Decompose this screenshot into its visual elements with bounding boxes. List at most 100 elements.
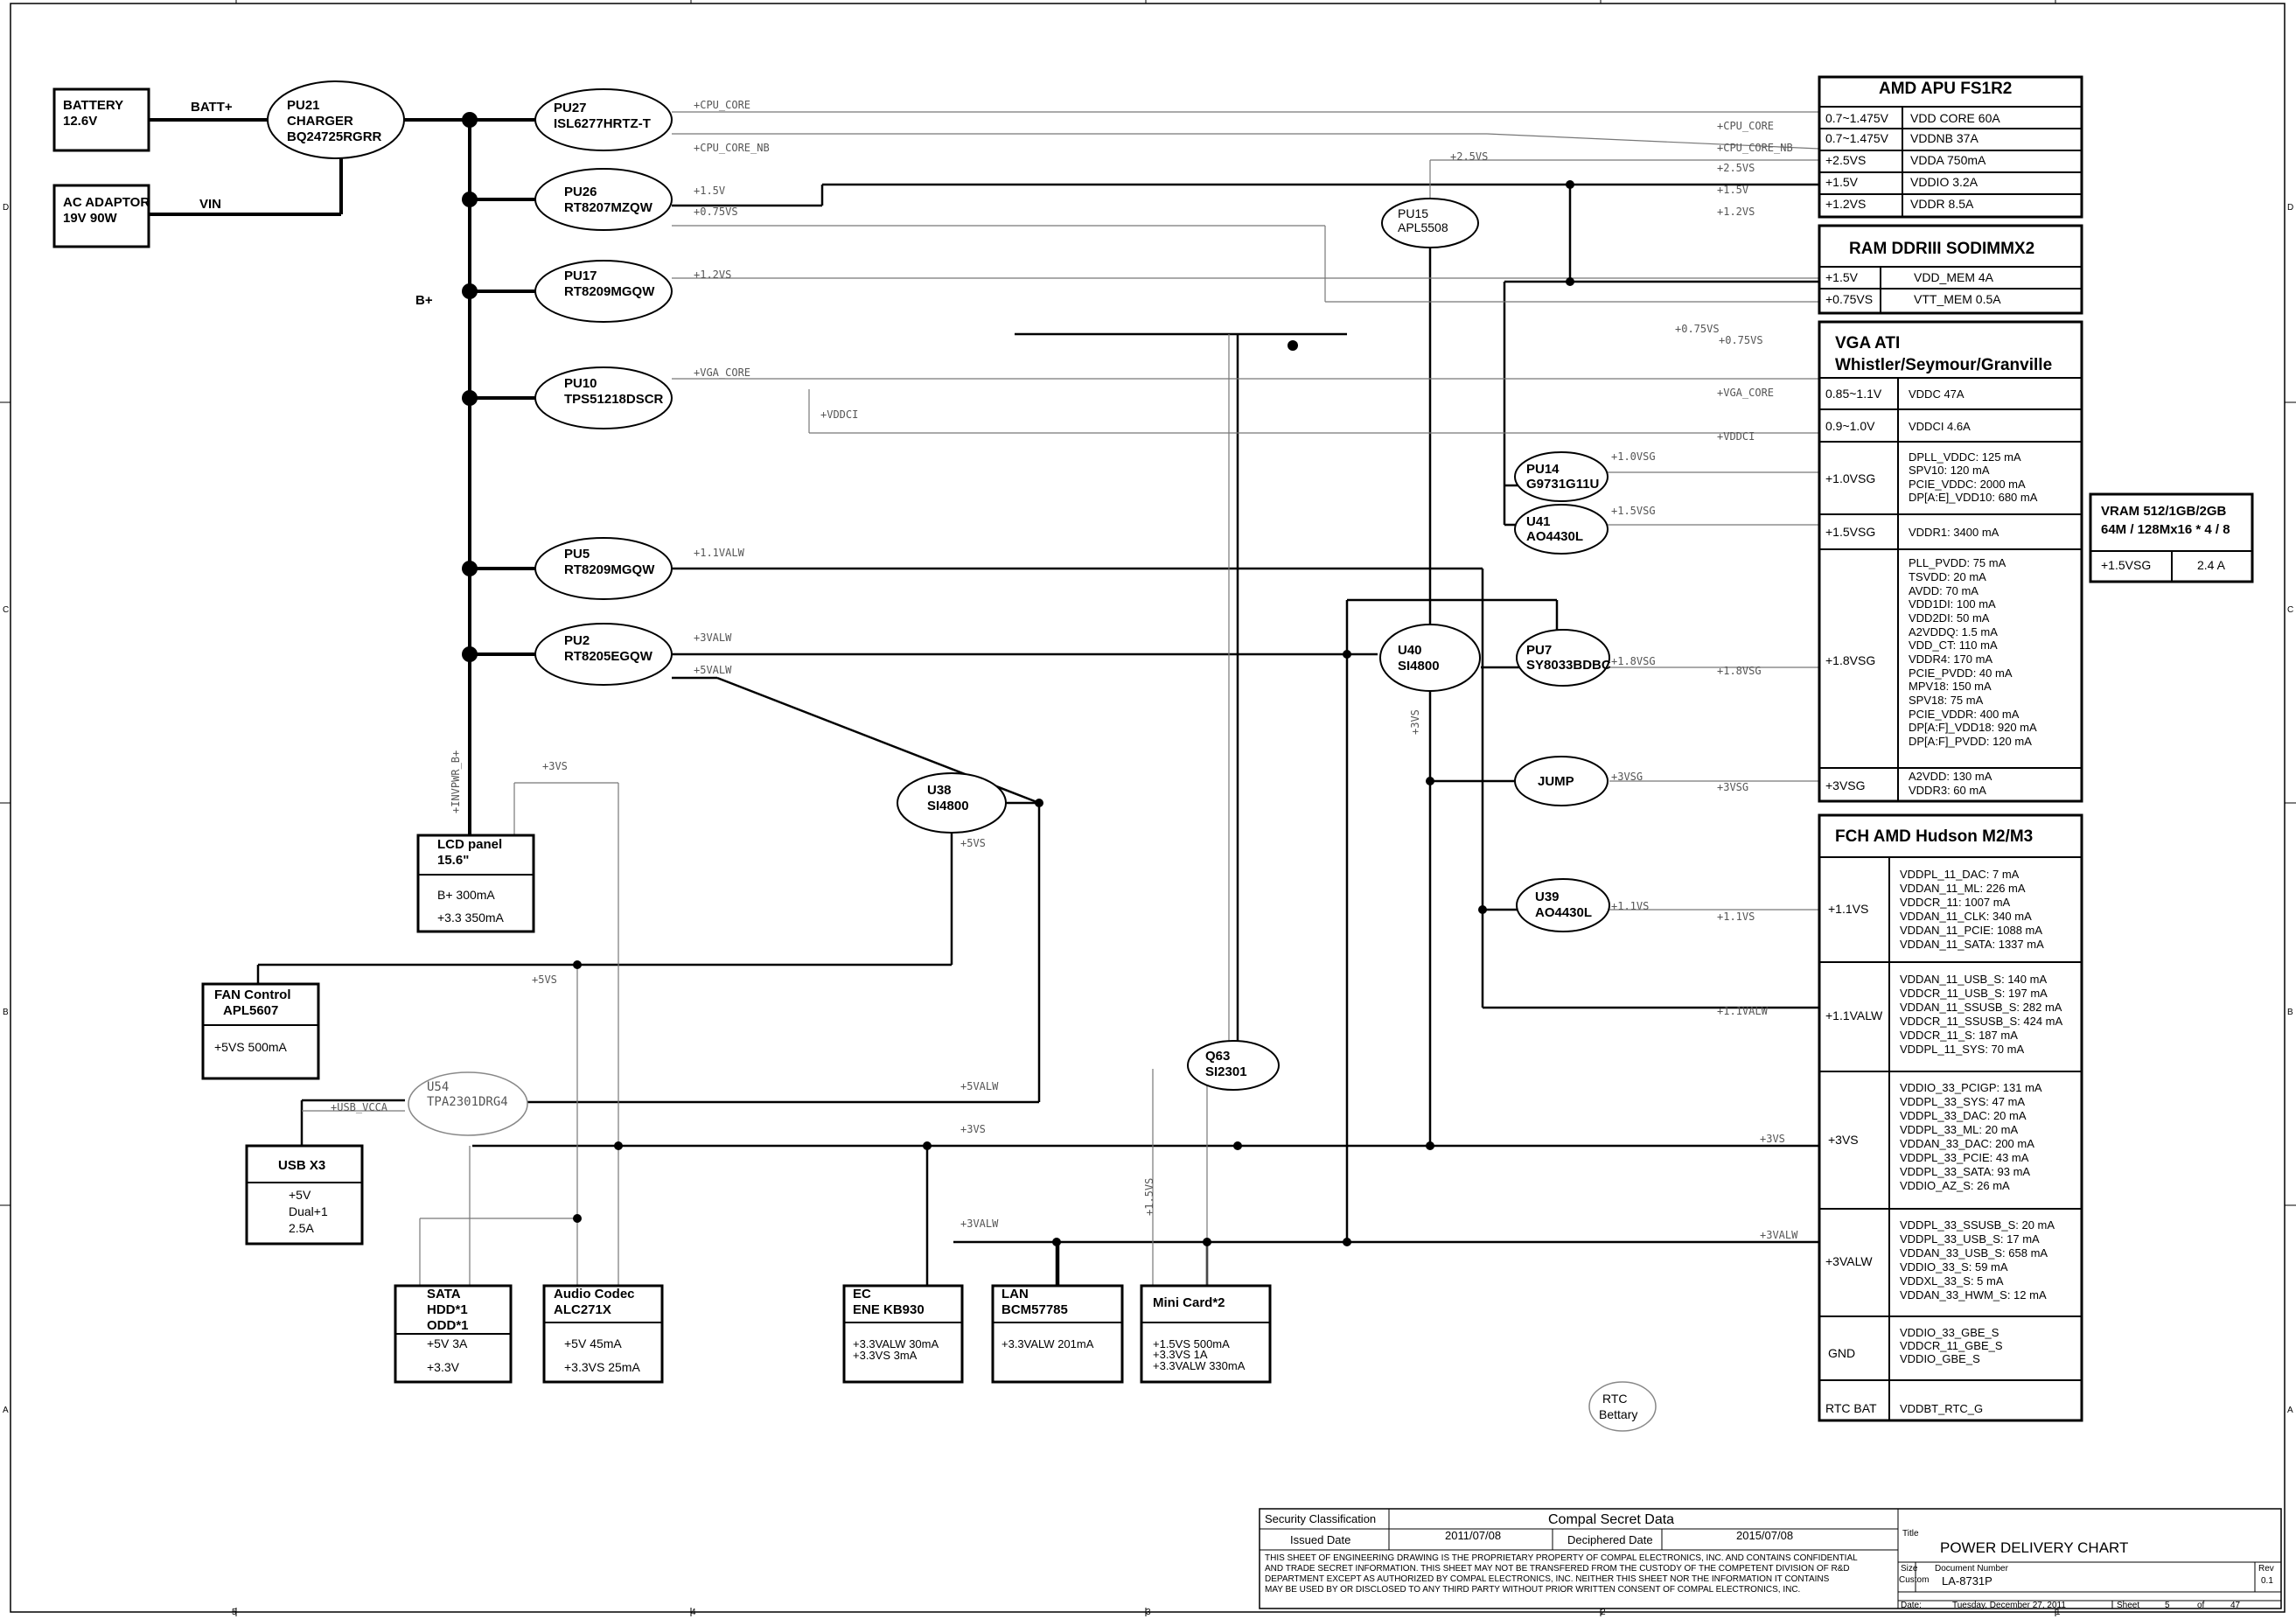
svg-text:VDDCR_11_USB_S: 197 mA: VDDCR_11_USB_S: 197 mA [1900,987,2048,1000]
pu10-regulator: PU10 TPS51218DSCR [534,366,673,429]
net-label: +1.8VSG [1611,655,1656,667]
svg-text:AO4430L: AO4430L [1526,529,1583,544]
svg-text:VDDR4: 170 mA: VDDR4: 170 mA [1909,652,1992,666]
svg-text:+3.3VS 25mA: +3.3VS 25mA [564,1360,640,1374]
svg-text:RTC BAT: RTC BAT [1825,1401,1877,1415]
svg-text:HDD*1: HDD*1 [427,1302,468,1317]
svg-text:DP[A:E]_VDD10: 680 mA: DP[A:E]_VDD10: 680 mA [1909,491,2038,504]
svg-text:PU26: PU26 [564,185,597,199]
svg-text:0.7~1.475V: 0.7~1.475V [1825,111,1889,125]
svg-text:VDDAN_11_PCIE: 1088 mA: VDDAN_11_PCIE: 1088 mA [1900,924,2042,937]
row-label: A [3,1406,9,1415]
net-label: +3VSG [1717,781,1748,793]
svg-text:DEPARTMENT EXCEPT AS AUTHORIZE: DEPARTMENT EXCEPT AS AUTHORIZED BY COMPA… [1265,1574,1830,1584]
svg-text:SPV18: 75 mA: SPV18: 75 mA [1909,694,1984,707]
sata-box: SATA HDD*1 ODD*1 +5V 3A +3.3V [394,1284,513,1384]
row-label: C [3,605,9,615]
svg-text:BCM57785: BCM57785 [1001,1302,1068,1317]
net-label: +3VALW [1760,1229,1798,1241]
svg-text:VDDIO_33_PCIGP: 131 mA: VDDIO_33_PCIGP: 131 mA [1900,1081,2042,1094]
svg-text:Custom: Custom [1899,1575,1929,1585]
svg-text:VDDAN_33_DAC: 200 mA: VDDAN_33_DAC: 200 mA [1900,1137,2034,1150]
net-label: +1.1VALW [694,547,745,559]
svg-text:VDDAN_11_CLK: 340 mA: VDDAN_11_CLK: 340 mA [1900,910,2032,923]
svg-text:0.7~1.475V: 0.7~1.475V [1825,131,1889,145]
audio-codec-box: Audio Codec ALC271X +5V 45mA +3.3VS 25mA [542,1284,664,1384]
svg-text:TPA2301DRG4: TPA2301DRG4 [427,1095,508,1109]
svg-text:+1.5VSG: +1.5VSG [2101,558,2151,572]
svg-text:VDDCR_11_S: 187 mA: VDDCR_11_S: 187 mA [1900,1029,2018,1042]
svg-text:BATTERY: BATTERY [63,98,123,113]
svg-text:2.4 A: 2.4 A [2197,558,2226,572]
net-label: +5VS [532,973,557,986]
svg-text:Date:: Date: [1901,1601,1922,1610]
svg-text:+5V 45mA: +5V 45mA [564,1336,622,1350]
svg-text:+1.5VSG: +1.5VSG [1825,525,1875,539]
svg-text:2.5A: 2.5A [289,1221,314,1235]
svg-text:B+ 300mA: B+ 300mA [437,888,495,902]
svg-text:VDDPL_33_PCIE: 43 mA: VDDPL_33_PCIE: 43 mA [1900,1151,2029,1164]
svg-text:0.1: 0.1 [2261,1576,2273,1586]
svg-text:PU27: PU27 [554,101,587,115]
net-label: +VDDCI [1717,430,1755,443]
svg-text:Deciphered Date: Deciphered Date [1567,1533,1653,1546]
lan-box: LAN BCM57785 +3.3VALW 201mA [991,1284,1124,1384]
svg-text:VDDPL_11_DAC: 7 mA: VDDPL_11_DAC: 7 mA [1900,868,2020,881]
svg-text:+5VS 500mA: +5VS 500mA [214,1040,288,1054]
net-label: +3VS [1409,709,1421,735]
net-label: +1.5V [694,185,725,197]
svg-text:15.6": 15.6" [437,853,469,868]
svg-text:Title: Title [1902,1529,1919,1539]
net-label: +3VS [542,760,568,772]
svg-text:U41: U41 [1526,514,1551,529]
svg-text:+3.3VS 3mA: +3.3VS 3mA [853,1349,918,1362]
svg-text:PU5: PU5 [564,547,590,562]
svg-text:+0.75VS: +0.75VS [1825,292,1873,306]
svg-text:VDDCI 4.6A: VDDCI 4.6A [1909,420,1971,433]
net-label: +1.8VSG [1717,665,1762,677]
net-label: +3VS [960,1123,986,1135]
net-label: +USB_VCCA [331,1101,388,1113]
pu26-regulator: PU26 RT8207MZQW [534,168,673,231]
usb-box: USB X3 +5V Dual+1 2.5A [245,1144,364,1246]
svg-text:ODD*1: ODD*1 [427,1318,469,1333]
svg-text:12.6V: 12.6V [63,114,97,129]
svg-text:+1.0VSG: +1.0VSG [1825,471,1875,485]
net-label: +2.5VS [1450,150,1488,163]
net-label: +1.1VS [1717,911,1755,923]
svg-text:PCIE_PVDD: 40 mA: PCIE_PVDD: 40 mA [1909,666,2013,680]
row-label: A [2287,1406,2293,1415]
net-label: +1.2VS [1717,206,1755,218]
svg-text:PCIE_VDDC: 2000 mA: PCIE_VDDC: 2000 mA [1909,478,2026,491]
svg-text:0.9~1.0V: 0.9~1.0V [1825,419,1875,433]
svg-text:PU15: PU15 [1398,206,1428,220]
vga-table: VGA ATI Whistler/Seymour/Granville 0.85~… [1818,320,2083,803]
svg-text:DPLL_VDDC: 125 mA: DPLL_VDDC: 125 mA [1909,450,2021,464]
col-label: 5 [232,1608,237,1617]
svg-text:VDDPL_33_SSUSB_S: 20 mA: VDDPL_33_SSUSB_S: 20 mA [1900,1218,2055,1232]
svg-text:VDDPL_33_SYS: 47 mA: VDDPL_33_SYS: 47 mA [1900,1095,2025,1108]
net-label: +1.5V [1717,184,1748,196]
svg-text:VDDAN_33_HWM_S: 12 mA: VDDAN_33_HWM_S: 12 mA [1900,1288,2047,1301]
svg-text:VDDXL_33_S: 5 mA: VDDXL_33_S: 5 mA [1900,1274,2004,1288]
svg-text:2011/07/08: 2011/07/08 [1445,1529,1501,1542]
svg-text:Mini Card*2: Mini Card*2 [1153,1295,1225,1310]
svg-text:Dual+1: Dual+1 [289,1204,328,1218]
svg-text:19V 90W: 19V 90W [63,211,118,226]
svg-text:EC: EC [853,1287,871,1301]
svg-text:VDDR 8.5A: VDDR 8.5A [1910,197,1974,211]
col-label: 3 [1146,1608,1151,1617]
svg-text:Document Number: Document Number [1935,1564,2009,1574]
svg-text:VDDAN_33_USB_S: 658 mA: VDDAN_33_USB_S: 658 mA [1900,1246,2048,1260]
vram-table: VRAM 512/1GB/2GB 64M / 128Mx16 * 4 / 8 +… [2089,492,2254,583]
svg-text:5: 5 [2165,1601,2170,1610]
u54-switch: U54 TPA2301DRG4 [408,1071,528,1136]
net-label: +CPU_CORE_NB [1717,142,1793,154]
pu5-regulator: PU5 RT8209MGQW [534,537,673,600]
svg-text:+1.8VSG: +1.8VSG [1825,653,1875,667]
svg-text:VDDAN_11_SATA: 1337 mA: VDDAN_11_SATA: 1337 mA [1900,938,2044,951]
svg-text:VDDR1: 3400 mA: VDDR1: 3400 mA [1909,526,1999,539]
svg-text:G9731G11U: G9731G11U [1526,477,1599,492]
q63-switch: Q63 SI2301 [1187,1040,1280,1091]
